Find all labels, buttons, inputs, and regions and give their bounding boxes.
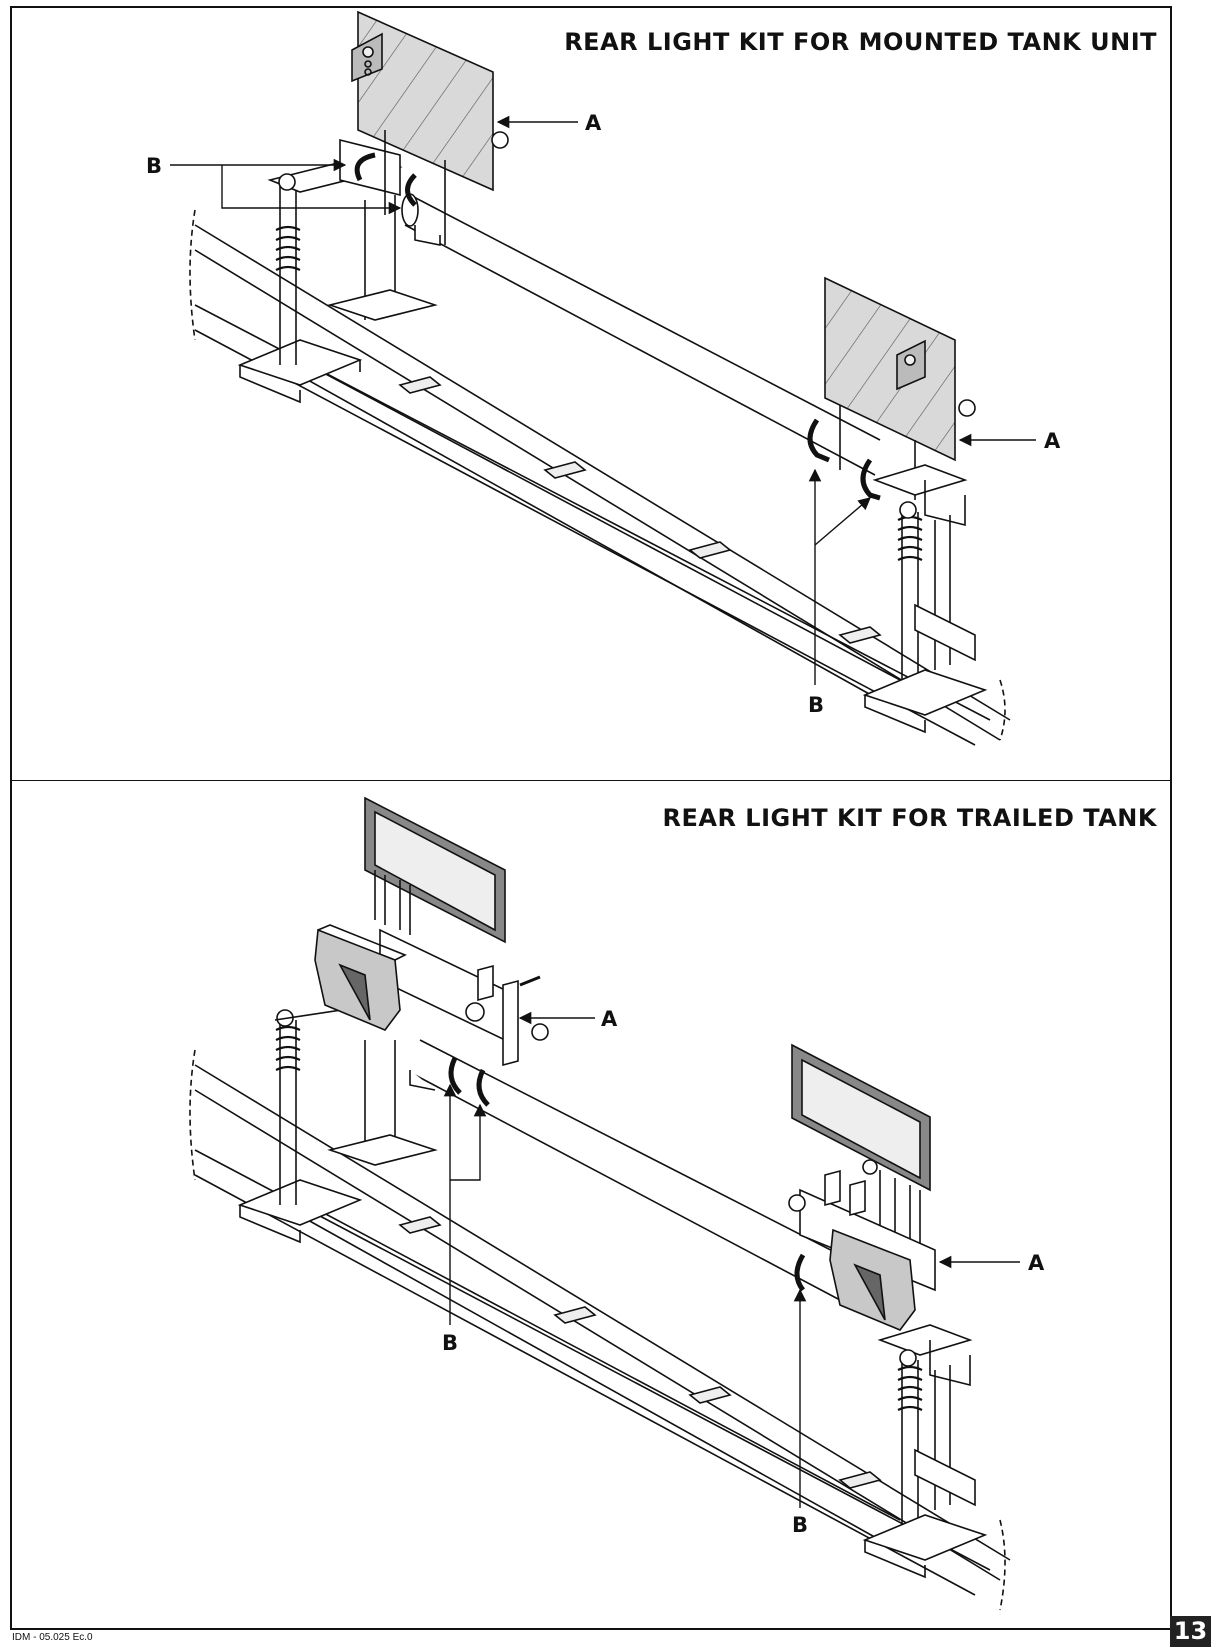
callout-a-top: A [585, 111, 602, 135]
panel-title-trailed: REAR LIGHT KIT FOR TRAILED TANK [662, 804, 1157, 832]
mounting-bracket-bottom-left [379, 928, 549, 1067]
callout-a-top-right: A [1044, 429, 1061, 453]
tail-light-bottom-left [314, 924, 407, 1031]
tail-light-bottom-right [829, 1228, 916, 1331]
document-code: IDM - 05.025 Ec.0 [12, 1632, 93, 1643]
panel-divider [10, 780, 1172, 781]
chassis-frame-bottom [189, 1049, 1011, 1611]
left-mount-bracket-bottom [237, 1007, 438, 1244]
callout-b-bottom-left: B [442, 1331, 458, 1355]
right-mount-bracket [824, 276, 988, 734]
callouts-top [170, 115, 1036, 685]
callout-a-bottom-right: A [1028, 1251, 1045, 1275]
panel-title-mounted: REAR LIGHT KIT FOR MOUNTED TANK UNIT [564, 28, 1157, 56]
page-frame [10, 6, 1172, 1630]
callout-b-bottom-right: B [792, 1513, 808, 1537]
callout-a-bottom-left: A [601, 1007, 618, 1031]
mounted-kit-drawing [189, 10, 1011, 746]
plate-frame-bottom-left [364, 796, 506, 944]
page-number-badge: 13 [1170, 1616, 1211, 1647]
callout-b-top-left: B [146, 154, 162, 178]
u-bolt-bottom-right [794, 1253, 806, 1292]
right-mount-bracket-bottom [862, 1324, 988, 1579]
u-bolt-top-right [807, 418, 881, 501]
u-bolt-bottom-left [448, 1056, 490, 1107]
callouts-bottom [443, 1011, 1020, 1508]
trailed-kit-drawing [189, 796, 1011, 1611]
light-plate-top-left [351, 10, 509, 245]
u-bolt-top-left [354, 152, 417, 207]
plate-frame-bottom-right [791, 1043, 931, 1245]
callout-b-top-right: B [808, 693, 824, 717]
